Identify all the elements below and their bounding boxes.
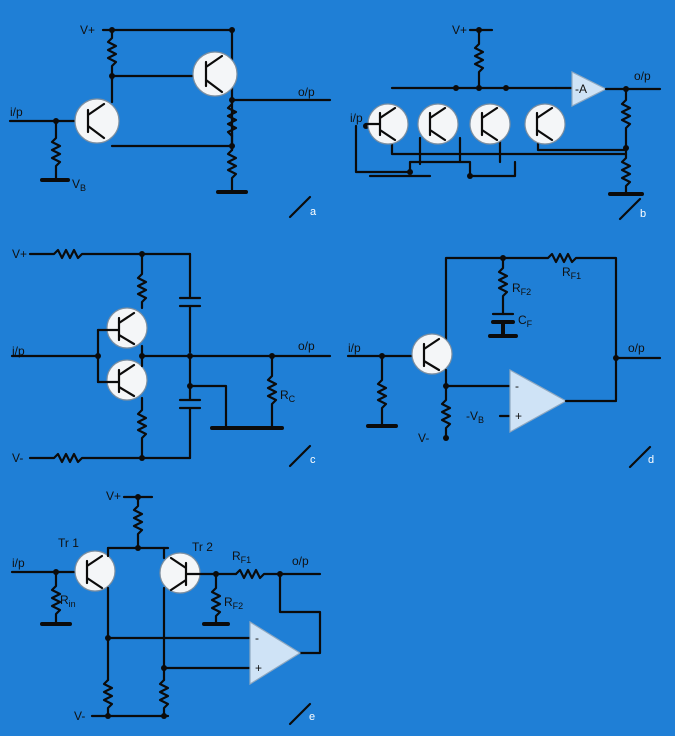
vplus-label: V+ [452,23,467,37]
input-label: i/p [348,341,361,355]
transistor [411,333,453,375]
resistor [497,256,509,316]
output-label: o/p [298,339,315,353]
plus-sign: + [515,409,522,423]
panel-tag: a [310,206,317,218]
cf-label: CF [518,313,533,329]
vb-label: -VB [466,409,484,425]
resistor [266,354,278,430]
vminus-label: V- [74,709,85,723]
panel-a: V+ o/p i/p VB a [8,23,332,219]
resistor [473,28,485,90]
panel-tag: b [640,208,646,220]
vplus-label: V+ [12,247,27,261]
transistor [106,307,148,349]
resistor [620,87,632,150]
input-label: i/p [10,105,23,119]
plus-sign: + [255,661,262,675]
vplus-label: V+ [106,489,121,503]
resistor [136,252,148,310]
vminus-label: V- [12,451,23,465]
capacitor [178,354,202,460]
resistor [106,28,118,82]
transistor [74,98,120,144]
resistor [132,495,144,550]
output-label: o/p [298,85,315,99]
output-label: o/p [634,69,651,83]
input-label: i/p [12,344,25,358]
transistor [524,103,566,145]
tr1-label: Tr 1 [58,536,79,550]
vb-label: VB [72,177,86,193]
base-bus [354,124,517,178]
rc-label: RC [280,388,296,404]
capacitor-ground [488,320,518,338]
resistor [440,384,452,440]
transistor [417,103,459,145]
resistor [226,102,238,138]
resistor [376,354,388,426]
rf2-label: RF2 [512,281,531,297]
rf2-label: RF2 [224,595,243,611]
op-amp [249,620,302,686]
resistor [210,572,222,624]
resistor [226,148,238,192]
rf1-label: RF1 [562,265,581,281]
resistor [136,396,148,460]
feedback-loop [444,252,618,402]
capacitor [178,252,202,354]
op-amp [509,368,568,434]
output-label: o/p [292,554,309,568]
transistor-tr1 [74,550,116,592]
output-label: o/p [628,341,645,355]
transistor [106,359,148,401]
input-label: i/p [12,556,25,570]
panel-tag: c [310,454,316,466]
panel-c: V+ i/p o/p RC V- c [10,247,332,468]
resistor [102,678,114,718]
transistor [469,103,511,145]
panel-tag: d [648,454,654,466]
supply-resistor [28,452,192,464]
amp-label: -A [575,82,587,96]
input-label: i/p [350,111,363,125]
vplus-label: V+ [80,23,95,37]
amplifier [571,71,608,107]
resistor [50,119,62,180]
transistor [192,51,238,97]
minus-sign: - [255,631,259,645]
resistor [50,570,62,624]
resistor [158,678,170,718]
rin-label: Rin [60,593,76,609]
rf1-label: RF1 [232,549,251,565]
supply-resistor [28,248,192,260]
panel-d: RF1 RF2 CF i/p V- -VB - + o/p d [346,252,662,469]
resistor [620,146,632,194]
tr2-label: Tr 2 [192,540,213,554]
minus-sign: - [515,379,519,393]
panel-b: V+ -A o/p i/p b [350,23,662,221]
panel-tag: e [309,711,315,723]
panel-e: V+ Tr 1 Tr 2 i/p Rin RF2 RF1 o/p - + [10,489,322,726]
feedback-resistor [234,568,322,580]
vminus-label: V- [418,431,429,445]
